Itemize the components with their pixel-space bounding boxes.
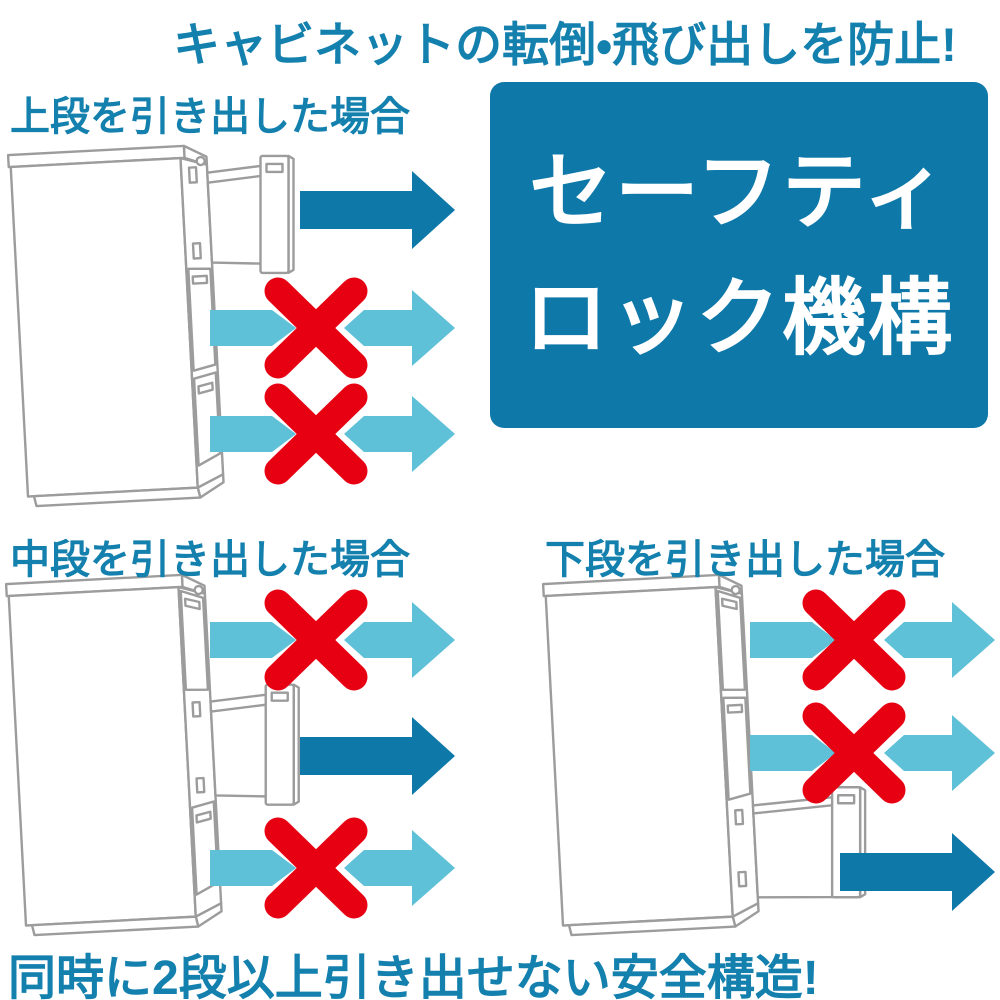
blocked-arrow-tail (210, 416, 296, 452)
drawer-rail-bracket (191, 241, 202, 260)
x-mark-icon (802, 589, 906, 691)
cabinet-front-panel (544, 585, 734, 927)
open-drawer-rail (206, 174, 263, 184)
drawer-handle (265, 162, 284, 174)
cabinet-front-panel (9, 156, 199, 498)
cabinet-base-front (30, 915, 200, 937)
drawer-rail-bracket (195, 776, 206, 794)
blocked-arrow-tail (750, 735, 836, 771)
arrow-row-top-drawer-blocked (210, 589, 455, 691)
open-drawer-front (259, 154, 295, 275)
arrow-row-middle-drawer-blocked (750, 702, 995, 804)
blocked-arrow-head (344, 830, 455, 906)
safety-lock-badge-line1: セーフティ (529, 145, 949, 239)
drawer-handle (197, 381, 214, 395)
x-mark-icon (264, 383, 368, 485)
open-drawer-front (264, 683, 300, 806)
lock-icon (193, 584, 204, 596)
cabinet-front-panel (7, 585, 197, 927)
section-label-bottom-drawer: 下段を引き出した場合 (545, 538, 945, 582)
cabinet-bottom-drawer-open-illustration (541, 573, 867, 937)
lock-icon (730, 584, 741, 596)
arrow-row-bottom-drawer-blocked (210, 383, 455, 485)
cabinet-base-front (32, 486, 202, 508)
closed-drawer-middle (722, 696, 752, 801)
lock-icon (195, 155, 206, 167)
page-title: キャビネットの転倒・飛び出しを防止! (173, 18, 957, 71)
x-mark-icon (264, 589, 368, 691)
drawer-rail-bracket (187, 166, 198, 184)
drawer-handle (720, 597, 738, 611)
arrow-row-bottom-drawer-blocked (210, 817, 455, 919)
cabinet-base-front (567, 915, 737, 937)
drawer-rail-bracket (734, 808, 745, 826)
drawer-handle (195, 810, 212, 824)
arrow-row-top-drawer-blocked (750, 589, 995, 691)
x-mark-icon (802, 702, 906, 804)
blocked-arrow-head (884, 602, 995, 678)
section-label-middle-drawer: 中段を引き出した場合 (10, 538, 410, 582)
arrow-row-top-drawer-allowed (300, 171, 455, 249)
open-drawer-rail (752, 804, 835, 815)
allowed-arrow-icon (300, 717, 455, 795)
blocked-arrow-tail (210, 850, 296, 886)
arrow-row-middle-drawer-allowed (300, 717, 455, 795)
blocked-arrow-head (344, 602, 455, 678)
closed-drawer-middle (187, 267, 217, 372)
cabinet-top-drawer-open-illustration (6, 144, 295, 508)
blocked-arrow-head (884, 715, 995, 791)
x-mark-icon (264, 817, 368, 919)
allowed-arrow-icon (300, 171, 455, 249)
allowed-arrow-icon (840, 833, 995, 911)
drawer-handle (183, 597, 201, 611)
drawer-handle (836, 794, 856, 805)
drawer-handle (726, 703, 744, 714)
x-mark-icon (264, 277, 368, 379)
closed-drawer-top (179, 589, 210, 692)
safety-lock-badge: セーフティ ロック機構 (490, 82, 988, 428)
closed-drawer-top (716, 589, 747, 692)
blocked-arrow-tail (210, 622, 296, 658)
footer-caption: 同時に2段以上引き出せない安全構造! (8, 952, 819, 1000)
arrow-row-middle-drawer-blocked (210, 277, 455, 379)
drawer-rail-bracket (737, 870, 748, 888)
open-drawer-rail (209, 703, 268, 713)
safety-lock-badge-line2: ロック機構 (523, 271, 954, 365)
blocked-arrow-head (344, 290, 455, 366)
drawer-rail-bracket (191, 700, 202, 718)
drawer-handle (191, 274, 209, 285)
arrow-row-bottom-drawer-allowed (840, 833, 995, 911)
blocked-arrow-tail (750, 622, 836, 658)
drawer-handle (270, 691, 289, 702)
section-label-top-drawer: 上段を引き出した場合 (10, 95, 410, 139)
blocked-arrow-head (344, 396, 455, 472)
blocked-arrow-tail (210, 310, 296, 346)
